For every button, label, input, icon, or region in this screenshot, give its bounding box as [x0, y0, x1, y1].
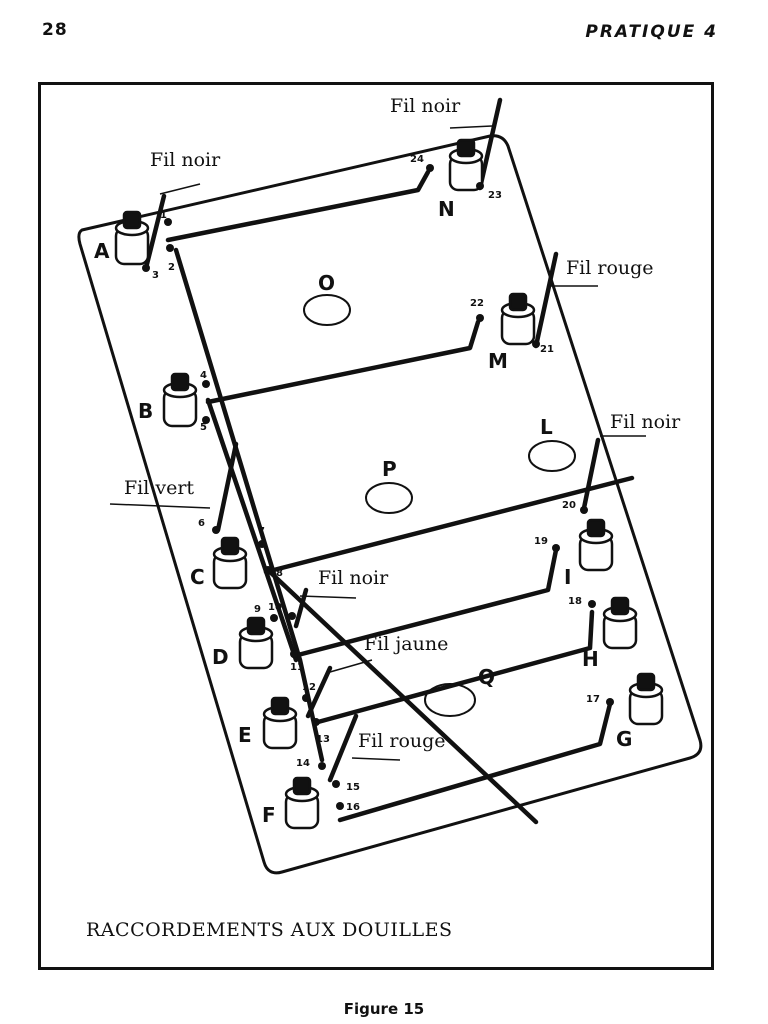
wiring [143, 97, 635, 825]
running-header: PRATIQUE 4 [585, 22, 718, 42]
hole-o [303, 294, 351, 326]
page-number: 28 [42, 20, 68, 40]
socket-post-b [162, 372, 198, 428]
solder-tags [142, 164, 614, 810]
socket-label-a: A [94, 239, 110, 263]
terminal-number-18: 18 [568, 596, 582, 607]
hole-label-q: Q [478, 665, 495, 689]
socket-post-d [238, 616, 274, 670]
socket-label-c: C [190, 565, 205, 589]
terminal-number-21: 21 [540, 344, 554, 355]
hole-l [528, 440, 576, 472]
terminal-number-22: 22 [470, 298, 484, 309]
socket-label-m: M [488, 349, 508, 373]
terminal-number-6: 6 [198, 518, 205, 529]
socket-post-c [212, 536, 248, 590]
terminal-number-24: 24 [410, 154, 424, 165]
terminal-number-20: 20 [562, 500, 576, 511]
figure-frame [38, 82, 714, 970]
terminal-number-17: 17 [586, 694, 600, 705]
socket-label-i: I [564, 565, 571, 589]
socket-label-b: B [138, 399, 153, 423]
socket-post-i [578, 518, 614, 572]
wire-label-right-black: Fil noir [610, 411, 681, 433]
wire-label-bottom-red: Fil rouge [358, 730, 446, 752]
terminal-number-10: 10 [268, 602, 282, 613]
terminal-number-11: 11 [290, 662, 304, 673]
terminal-number-12: 12 [302, 682, 316, 693]
wire-label-top-red: Fil rouge [566, 257, 654, 279]
figure-title: RACCORDEMENTS AUX DOUILLES [86, 919, 453, 941]
terminal-number-1: 1 [160, 210, 167, 221]
wire-label-green: Fil vert [124, 477, 194, 499]
terminal-number-15: 15 [346, 782, 360, 793]
wire-label-left-black: Fil noir [150, 149, 221, 171]
socket-posts [114, 138, 664, 830]
terminal-number-14: 14 [296, 758, 310, 769]
terminal-number-9: 9 [254, 604, 261, 615]
hole-label-o: O [318, 271, 335, 295]
socket-label-e: E [238, 723, 252, 747]
socket-label-f: F [262, 803, 276, 827]
socket-post-m [500, 292, 536, 346]
socket-label-n: N [438, 197, 455, 221]
socket-label-l: L [540, 415, 553, 439]
socket-post-a [114, 210, 150, 266]
terminal-number-3: 3 [152, 270, 159, 281]
terminal-number-2: 2 [168, 262, 175, 273]
terminal-number-7: 7 [258, 526, 265, 537]
socket-label-h: H [582, 647, 599, 671]
figure-caption: Figure 15 [343, 1000, 425, 1018]
socket-post-f [284, 776, 320, 830]
socket-label-d: D [212, 645, 229, 669]
terminal-number-23: 23 [488, 190, 502, 201]
socket-post-e [262, 696, 298, 750]
terminal-number-19: 19 [534, 536, 548, 547]
terminal-number-16: 16 [346, 802, 360, 813]
wire-label-center-black: Fil noir [318, 567, 389, 589]
hole-p [365, 482, 413, 514]
terminal-number-4: 4 [200, 370, 207, 381]
socket-post-n [448, 138, 484, 192]
terminal-number-5: 5 [200, 422, 207, 433]
wire-label-yellow: Fil jaune [364, 633, 448, 655]
hole-label-p: P [382, 457, 397, 481]
socket-post-g [628, 672, 664, 726]
socket-label-g: G [616, 727, 632, 751]
label-leaders [109, 125, 646, 761]
socket-post-h [602, 596, 638, 650]
wire-label-top-black: Fil noir [390, 95, 461, 117]
terminal-number-8: 8 [276, 568, 283, 579]
terminal-number-13: 13 [316, 734, 330, 745]
